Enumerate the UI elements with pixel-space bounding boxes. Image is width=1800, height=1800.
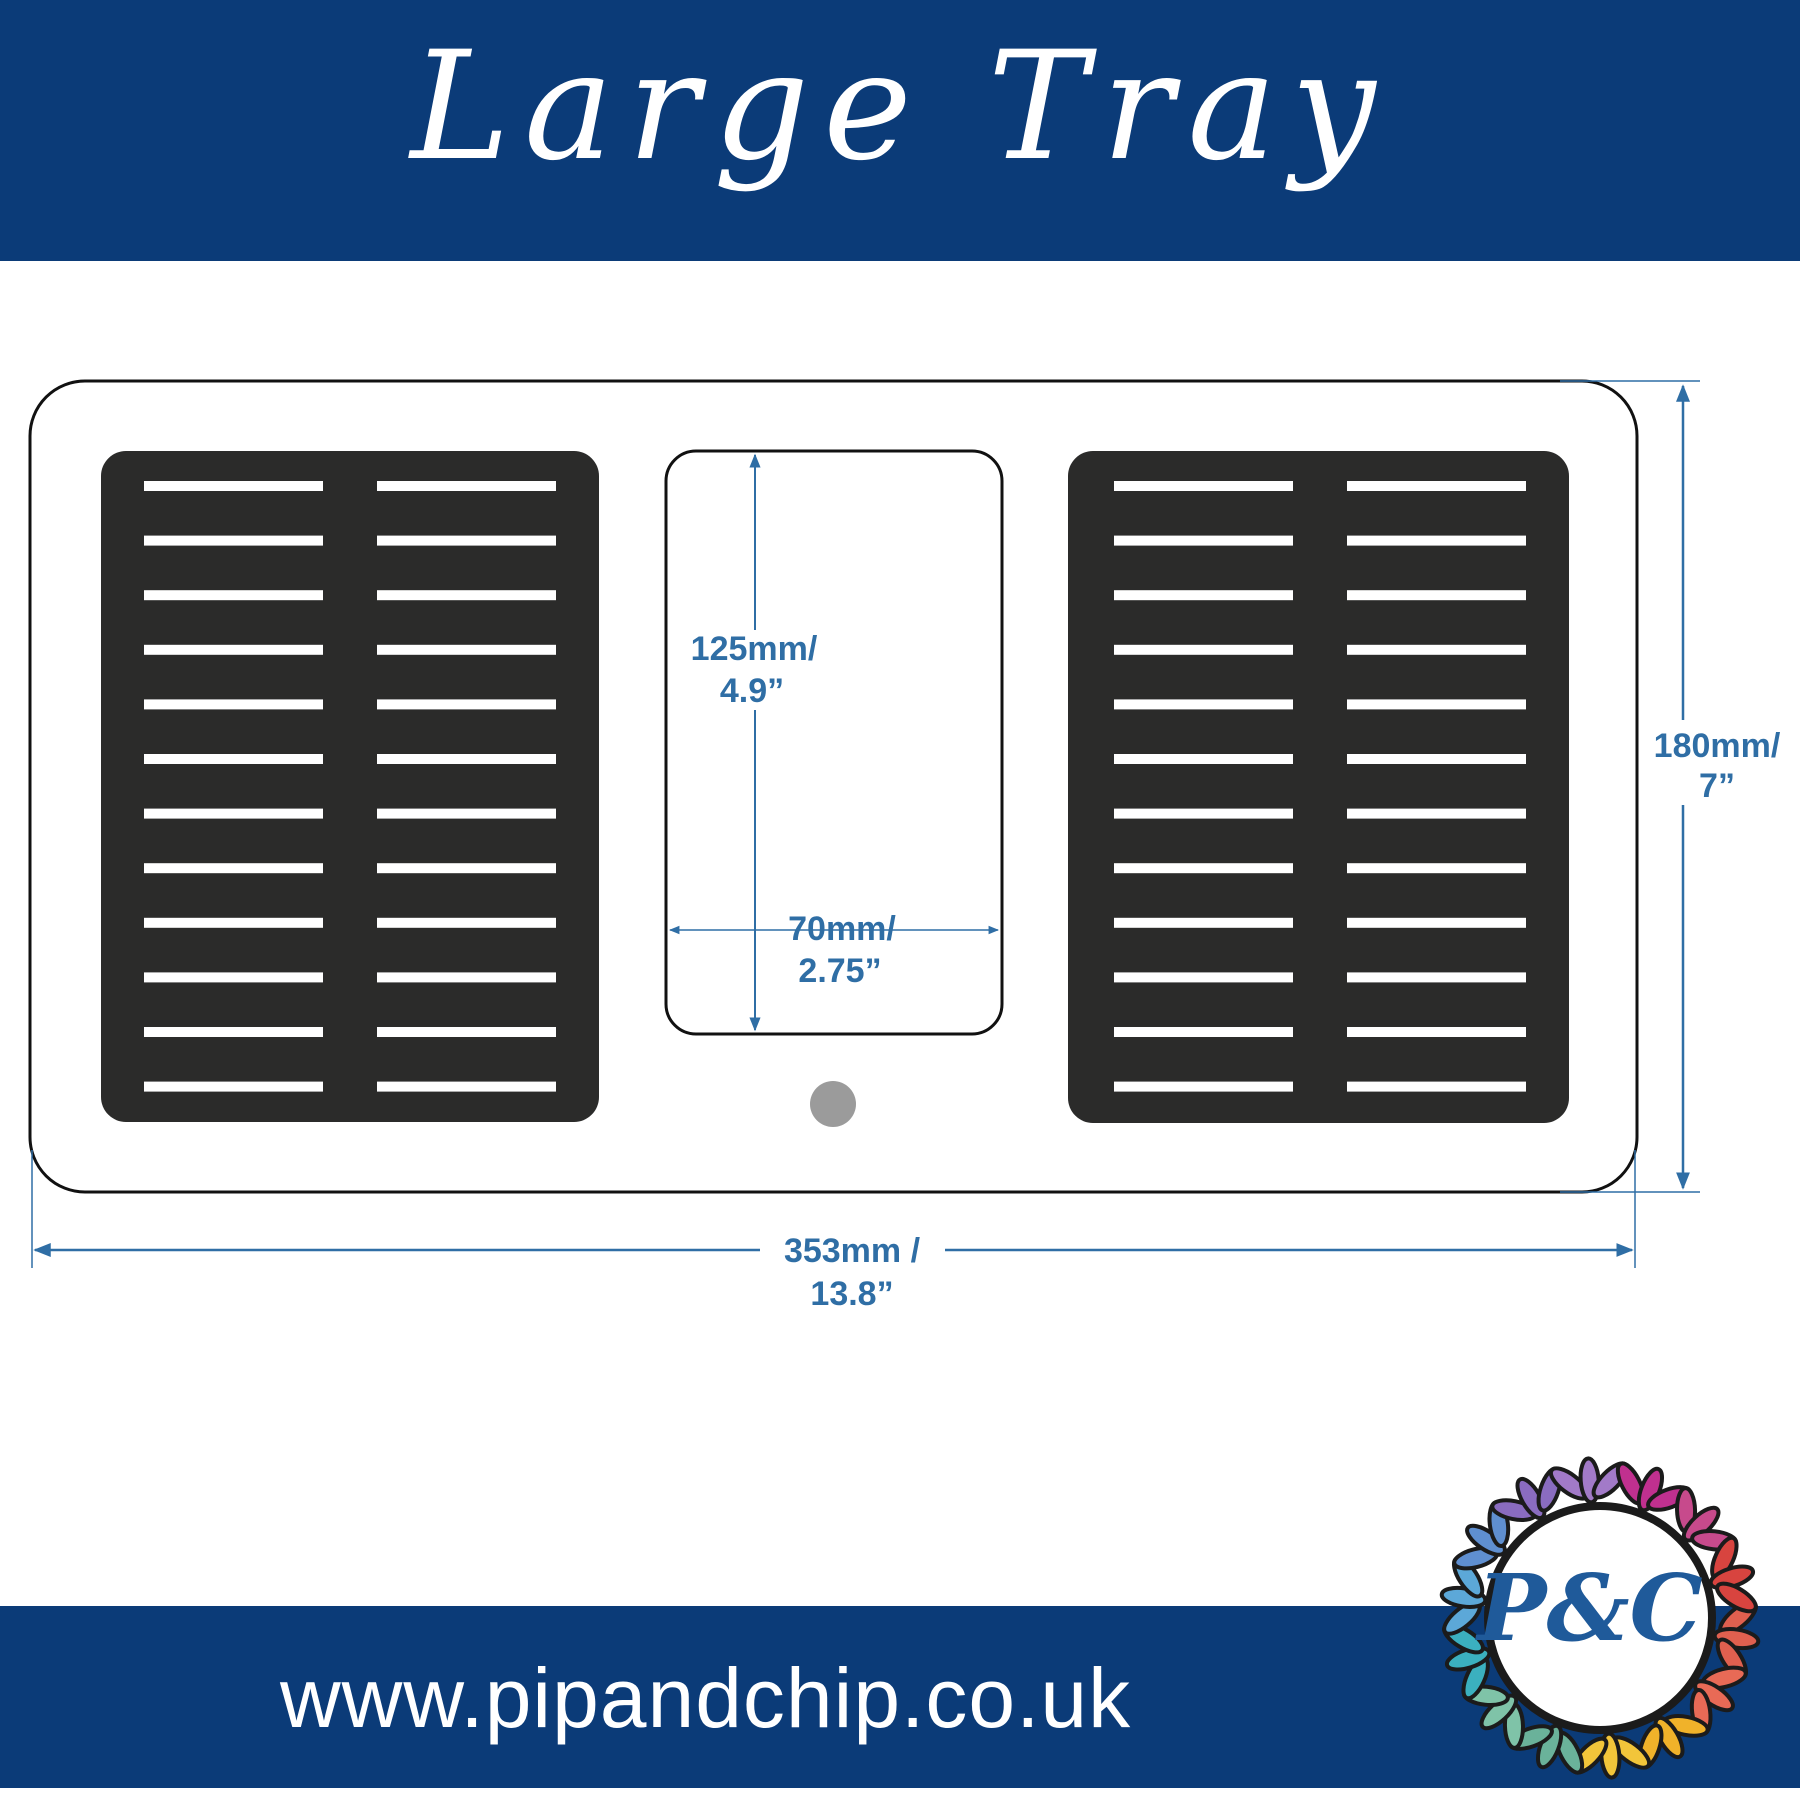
slot xyxy=(377,972,556,983)
slot xyxy=(1114,808,1293,819)
slot xyxy=(377,481,556,491)
slot xyxy=(377,754,556,764)
magnet-dot xyxy=(810,1081,856,1127)
center-compartment xyxy=(664,449,1004,1036)
slot xyxy=(144,590,323,601)
slot xyxy=(1114,754,1293,764)
slot xyxy=(377,590,556,601)
slot xyxy=(1114,590,1293,601)
slot xyxy=(377,535,556,546)
slot xyxy=(144,1027,323,1037)
slot xyxy=(1347,590,1526,601)
slot xyxy=(1347,917,1526,928)
slot xyxy=(1347,699,1526,710)
slot xyxy=(1114,863,1293,874)
slot xyxy=(1114,699,1293,710)
center-height-label: 125mm/ xyxy=(691,630,818,668)
slot xyxy=(1347,1081,1526,1092)
tray-width-label-inch: 13.8” xyxy=(810,1275,893,1313)
logo-monogram: P&C xyxy=(1474,1554,1702,1662)
slot xyxy=(377,644,556,655)
slot xyxy=(144,863,323,874)
slot xyxy=(377,699,556,710)
slot xyxy=(1347,1027,1526,1037)
slot xyxy=(1347,535,1526,546)
slot xyxy=(1114,644,1293,655)
page-title: Large Tray xyxy=(410,20,1390,194)
slot xyxy=(1114,535,1293,546)
slot xyxy=(144,535,323,546)
slot xyxy=(1347,754,1526,764)
slot xyxy=(377,863,556,874)
slot xyxy=(1347,808,1526,819)
slot xyxy=(377,917,556,928)
slot xyxy=(144,917,323,928)
slot xyxy=(1347,481,1526,491)
slot xyxy=(377,1027,556,1037)
right-slot-panel xyxy=(1068,451,1569,1123)
tray-height-label: 180mm/ xyxy=(1654,727,1781,765)
slot xyxy=(144,754,323,764)
slot xyxy=(377,1081,556,1092)
slot xyxy=(1114,481,1293,491)
website-link[interactable]: www.pipandchip.co.uk xyxy=(280,1651,1132,1745)
slot xyxy=(1347,644,1526,655)
slot xyxy=(144,481,323,491)
tray-width-label: 353mm / xyxy=(784,1232,921,1270)
slot xyxy=(1114,1081,1293,1092)
center-height-label-inch: 4.9” xyxy=(720,672,784,710)
tray-height-label-inch: 7” xyxy=(1699,767,1735,805)
slot xyxy=(1347,863,1526,874)
slot xyxy=(144,972,323,983)
left-slot-panel xyxy=(101,451,599,1122)
slot xyxy=(1114,917,1293,928)
header-banner: Large Tray xyxy=(0,0,1800,261)
slot xyxy=(144,699,323,710)
center-width-label-inch: 2.75” xyxy=(798,952,881,990)
slot xyxy=(1114,1027,1293,1037)
slot xyxy=(144,808,323,819)
center-width-label: 70mm/ xyxy=(788,910,896,948)
logo-petal xyxy=(1715,1581,1758,1614)
slot xyxy=(1114,972,1293,983)
slot xyxy=(144,1081,323,1092)
slot xyxy=(144,644,323,655)
slot xyxy=(377,808,556,819)
slot xyxy=(1347,972,1526,983)
